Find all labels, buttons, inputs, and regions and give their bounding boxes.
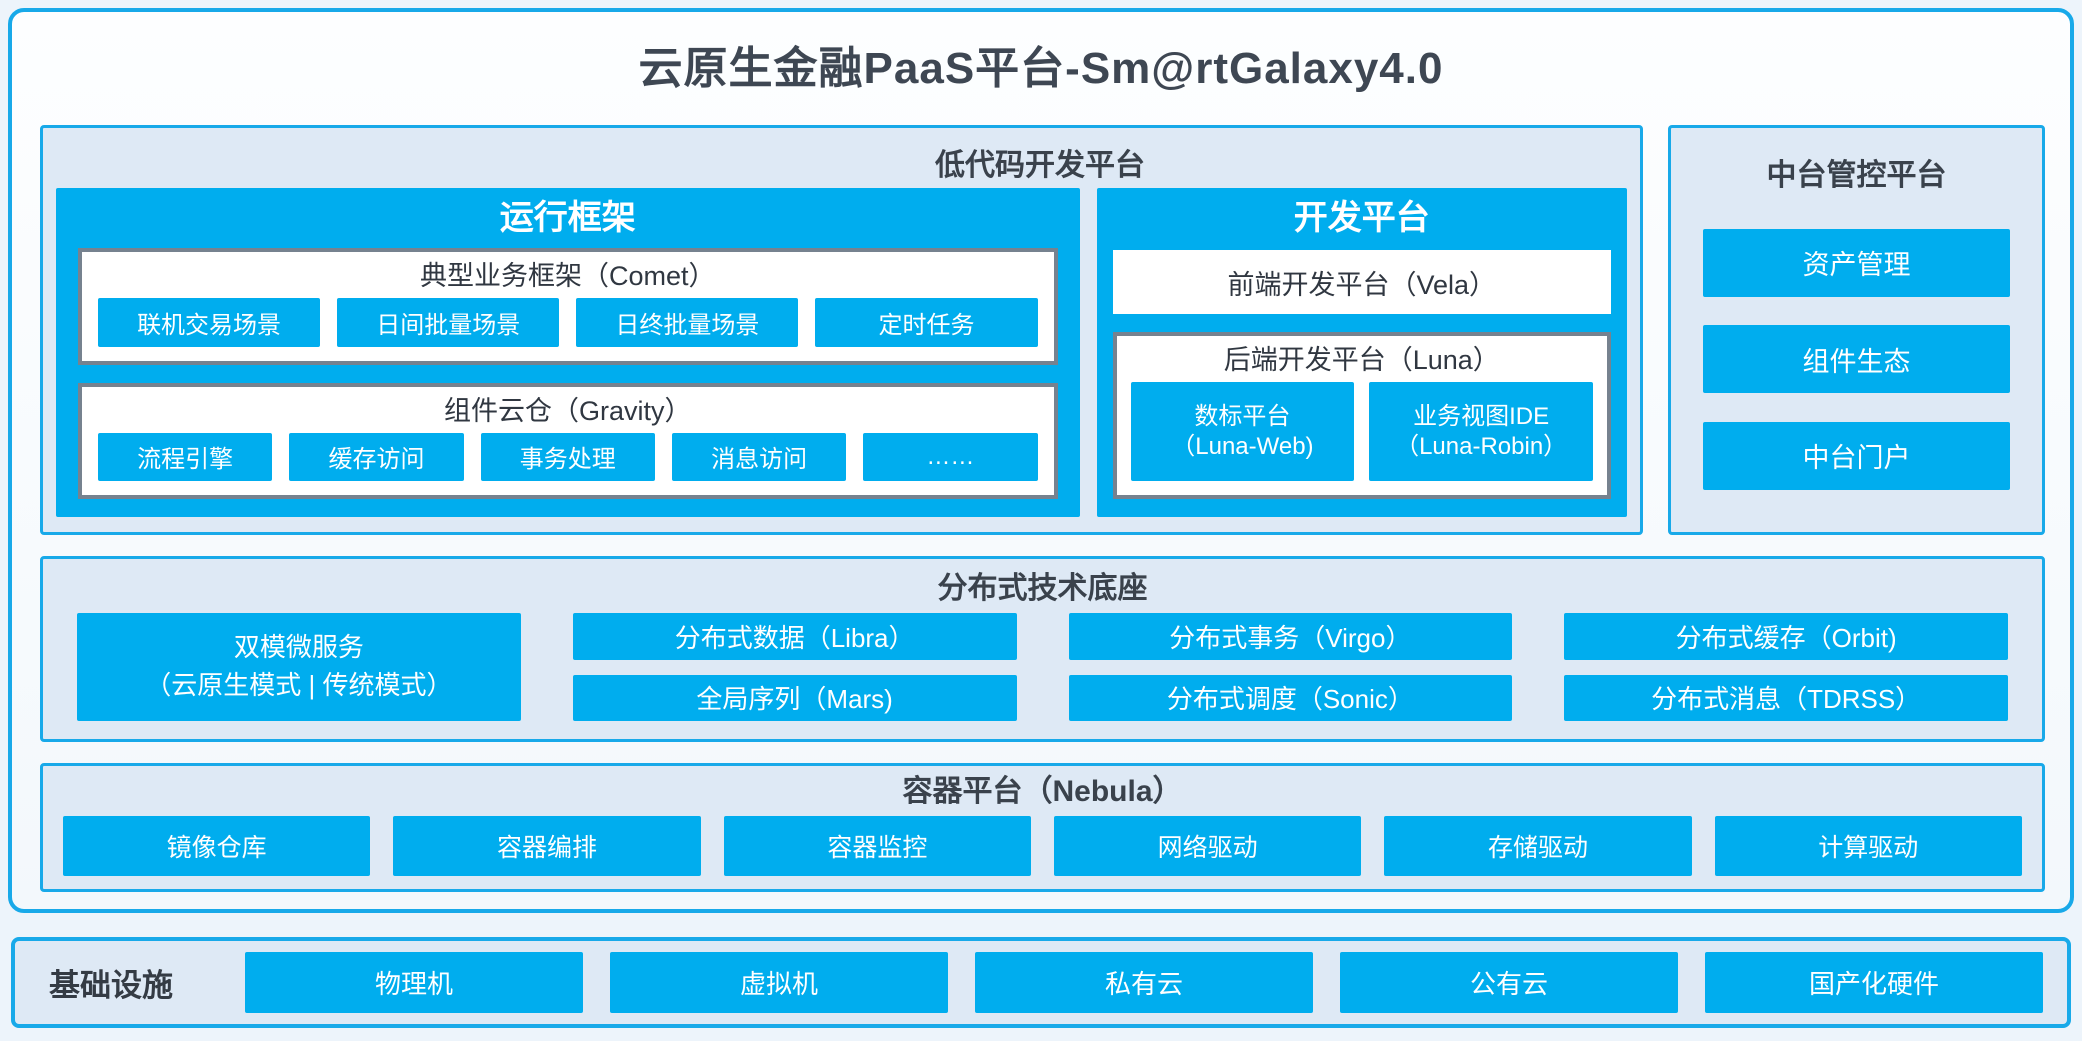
- panel-infrastructure: 基础设施 物理机 虚拟机 私有云 公有云 国产化硬件: [11, 937, 2071, 1028]
- dist-item-data-libra: 分布式数据（Libra）: [572, 613, 1017, 660]
- dist-item-transaction-virgo: 分布式事务（Virgo）: [1068, 613, 1513, 660]
- container-item-storage-driver: 存储驱动: [1384, 816, 1692, 876]
- infrastructure-items: 物理机 虚拟机 私有云 公有云 国产化硬件: [245, 941, 2043, 1024]
- panel-container-platform: 容器平台（Nebula） 镜像仓库 容器编排 容器监控 网络驱动 存储驱动 计算…: [40, 763, 2045, 892]
- luna-item-robin: 业务视图IDE （Luna-Robin）: [1369, 382, 1593, 481]
- container-item-network-driver: 网络驱动: [1053, 816, 1362, 876]
- comet-item-scheduled-task: 定时任务: [815, 298, 1038, 347]
- dev-platform-title: 开发平台: [1293, 199, 1430, 237]
- panel-low-code-platform: 低代码开发平台 运行框架 典型业务框架（Comet） 联机交易场景 日间批量场景…: [40, 125, 1643, 535]
- distributed-column-2: 分布式事务（Virgo） 分布式调度（Sonic）: [1068, 613, 1513, 721]
- runtime-framework-title: 运行框架: [499, 199, 636, 237]
- low-code-platform-title: 低代码开发平台: [935, 149, 1145, 182]
- dist-item-sequence-mars: 全局序列（Mars): [572, 674, 1017, 721]
- low-code-body: 运行框架 典型业务框架（Comet） 联机交易场景 日间批量场景 日终批量场景 …: [56, 188, 1627, 517]
- comet-item-endofday-batch: 日终批量场景: [576, 298, 799, 347]
- gravity-items: 流程引擎 缓存访问 事务处理 消息访问 ……: [82, 432, 1054, 496]
- dist-item-scheduling-sonic: 分布式调度（Sonic）: [1068, 674, 1513, 721]
- vela-frontend-box: 前端开发平台（Vela）: [1112, 250, 1611, 314]
- comet-item-daytime-batch: 日间批量场景: [337, 298, 560, 347]
- dist-item-message-tdrss: 分布式消息（TDRSS）: [1564, 674, 2008, 721]
- panel-distributed-base: 分布式技术底座 双模微服务 （云原生模式 | 传统模式） 分布式数据（Libra…: [40, 556, 2045, 742]
- infra-item-physical-machine: 物理机: [245, 952, 583, 1013]
- page-title: 云原生金融PaaS平台-Sm@rtGalaxy4.0: [638, 44, 1444, 93]
- distributed-base-title: 分布式技术底座: [937, 572, 1148, 605]
- gravity-item-transaction-processing: 事务处理: [480, 432, 655, 481]
- dual-mode-line1: 双模微服务: [233, 632, 364, 663]
- dual-mode-microservice-box: 双模微服务 （云原生模式 | 传统模式）: [77, 613, 521, 721]
- distributed-column-3: 分布式缓存（Orbit) 分布式消息（TDRSS）: [1564, 613, 2008, 721]
- luna-items: 数标平台 （Luna-Web) 业务视图IDE （Luna-Robin）: [1117, 382, 1607, 495]
- infra-item-private-cloud: 私有云: [975, 952, 1313, 1013]
- comet-card-title: 典型业务框架（Comet）: [420, 261, 716, 291]
- comet-items: 联机交易场景 日间批量场景 日终批量场景 定时任务: [82, 298, 1054, 361]
- middle-platform-title: 中台管控平台: [1766, 159, 1947, 192]
- container-item-monitoring: 容器监控: [723, 816, 1031, 876]
- gravity-item-more: ……: [863, 432, 1038, 481]
- gravity-item-message-access: 消息访问: [671, 432, 847, 481]
- infrastructure-title: 基础设施: [49, 968, 173, 1003]
- dev-platform-box: 开发平台 前端开发平台（Vela） 后端开发平台（Luna） 数标平台 （Lun…: [1096, 188, 1627, 517]
- gravity-card-title: 组件云仓（Gravity）: [444, 395, 692, 426]
- luna-robin-code: （Luna-Robin）: [1395, 432, 1568, 460]
- luna-card: 后端开发平台（Luna） 数标平台 （Luna-Web) 业务视图IDE （Lu…: [1112, 332, 1611, 499]
- container-item-orchestration: 容器编排: [393, 816, 701, 876]
- luna-web-name: 数标平台: [1194, 402, 1291, 430]
- comet-item-online-trading: 联机交易场景: [98, 298, 321, 347]
- mid-item-component-ecosystem: 组件生态: [1703, 325, 2010, 393]
- infra-item-virtual-machine: 虚拟机: [610, 952, 948, 1013]
- container-platform-items: 镜像仓库 容器编排 容器监控 网络驱动 存储驱动 计算驱动: [43, 812, 2042, 889]
- luna-robin-name: 业务视图IDE: [1413, 402, 1550, 430]
- gravity-item-process-engine: 流程引擎: [98, 432, 273, 481]
- infra-item-domestic-hardware: 国产化硬件: [1705, 952, 2043, 1013]
- dual-mode-line2: （云原生模式 | 传统模式）: [145, 670, 453, 700]
- middle-platform-items: 资产管理 组件生态 中台门户: [1671, 194, 2042, 532]
- container-item-image-registry: 镜像仓库: [63, 816, 371, 876]
- gravity-item-cache-access: 缓存访问: [289, 432, 464, 481]
- luna-card-title: 后端开发平台（Luna）: [1223, 345, 1500, 375]
- mid-item-middle-platform-portal: 中台门户: [1703, 421, 2010, 490]
- container-platform-title: 容器平台（Nebula）: [902, 775, 1183, 808]
- runtime-framework-box: 运行框架 典型业务框架（Comet） 联机交易场景 日间批量场景 日终批量场景 …: [56, 188, 1080, 517]
- distributed-body: 双模微服务 （云原生模式 | 传统模式） 分布式数据（Libra） 全局序列（M…: [43, 611, 2042, 739]
- luna-item-web: 数标平台 （Luna-Web): [1130, 382, 1355, 481]
- luna-web-code: （Luna-Web): [1171, 432, 1314, 460]
- mid-item-asset-management: 资产管理: [1703, 228, 2010, 297]
- panel-middle-platform-control: 中台管控平台 资产管理 组件生态 中台门户: [1668, 125, 2045, 535]
- comet-card: 典型业务框架（Comet） 联机交易场景 日间批量场景 日终批量场景 定时任务: [78, 248, 1058, 365]
- gravity-card: 组件云仓（Gravity） 流程引擎 缓存访问 事务处理 消息访问 ……: [78, 382, 1058, 499]
- distributed-column-1: 分布式数据（Libra） 全局序列（Mars): [572, 613, 1017, 721]
- container-item-compute-driver: 计算驱动: [1714, 816, 2022, 876]
- dist-item-cache-orbit: 分布式缓存（Orbit): [1564, 613, 2008, 660]
- infra-item-public-cloud: 公有云: [1340, 952, 1678, 1013]
